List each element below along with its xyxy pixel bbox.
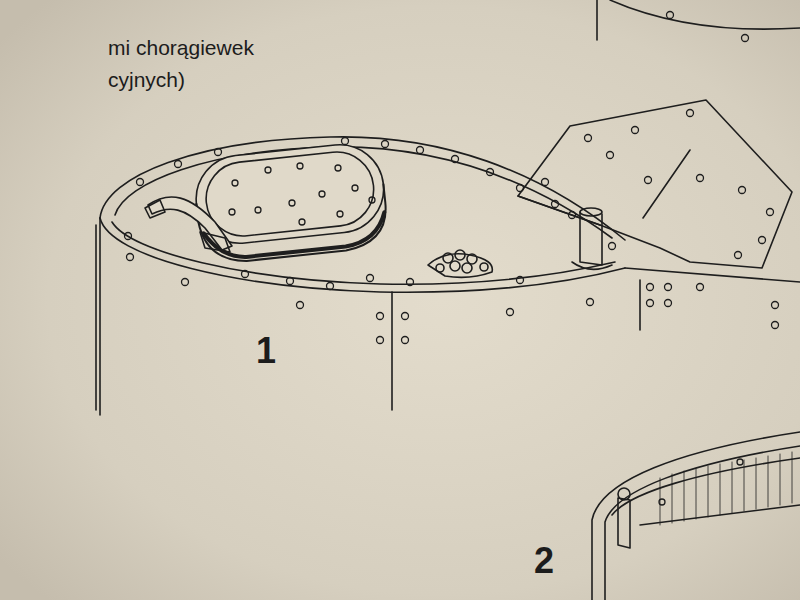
strap-mount — [200, 232, 230, 252]
interior-edge — [640, 505, 800, 525]
turret2-fitting — [618, 488, 630, 500]
flap-plate — [518, 100, 792, 268]
strap-mount — [145, 200, 165, 218]
callout-number: 2 — [534, 540, 554, 582]
turret2-inner-wall — [612, 458, 800, 515]
flap-hinge — [643, 150, 690, 218]
rivets — [125, 12, 779, 506]
turret2-rim — [592, 432, 800, 600]
plate-seam — [639, 280, 641, 330]
plate-seam — [391, 292, 393, 410]
post — [580, 212, 602, 265]
turret2-rim-inner — [605, 446, 800, 600]
rim-arc — [610, 0, 800, 29]
strap-handle — [148, 197, 232, 250]
callout-number: 1 — [256, 330, 276, 372]
turret-rim-front-inner — [112, 222, 615, 284]
caption-fragment: mi chorągiewek — [108, 36, 254, 60]
bolt-plate — [428, 254, 492, 278]
turret-side — [99, 218, 101, 415]
post-top — [580, 208, 602, 216]
flap-edge — [518, 196, 600, 225]
body-edge — [625, 268, 800, 282]
caption-fragment: cyjnych) — [108, 68, 185, 92]
post-base — [572, 262, 612, 269]
turret-side — [95, 225, 97, 410]
turret2-fitting — [618, 498, 630, 548]
seam-line — [596, 0, 598, 40]
turret-rim-front — [100, 218, 625, 292]
